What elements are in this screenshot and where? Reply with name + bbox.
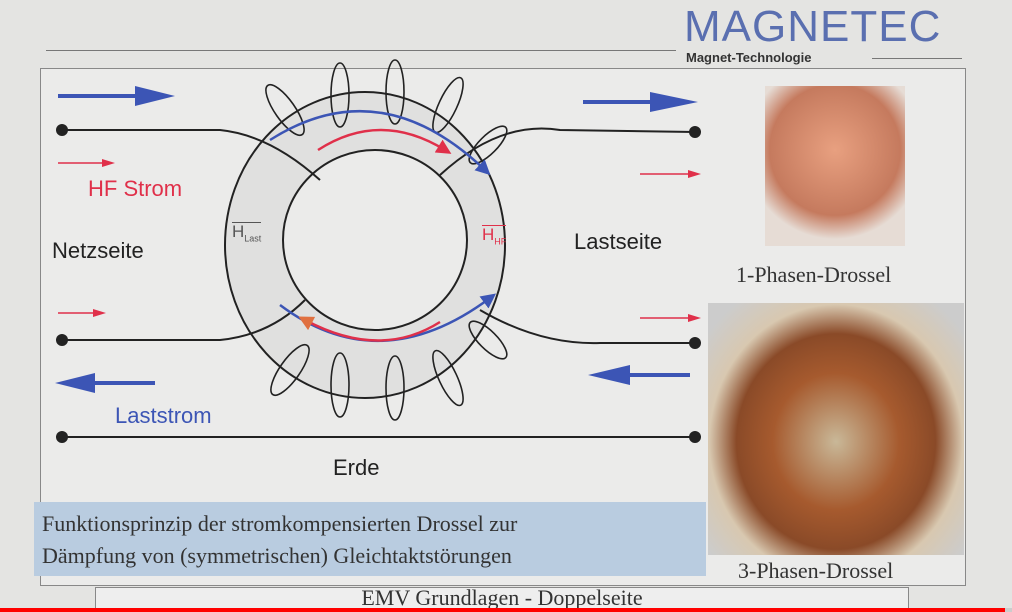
load-side-label: Lastseite	[574, 229, 663, 254]
video-progress-fill	[0, 608, 1005, 612]
video-progress-bar[interactable]	[0, 608, 1012, 612]
divider	[872, 58, 962, 59]
single-phase-choke-photo	[765, 86, 905, 246]
load-current-label: Laststrom	[115, 403, 212, 428]
h-hf-symbol: H	[482, 225, 495, 244]
wires	[62, 127, 696, 438]
single-phase-label: 1-Phasen-Drossel	[736, 262, 892, 287]
current-arrows	[55, 86, 701, 393]
h-hf-label: HHF	[482, 225, 507, 250]
caption-line-2: Dämpfung von (symmetrischen) Gleichtakts…	[42, 543, 512, 568]
caption-line-1: Funktionsprinzip der stromkompensierten …	[42, 511, 518, 536]
windings	[265, 59, 508, 421]
toroid-core	[224, 91, 506, 399]
divider	[46, 50, 676, 51]
terminals	[56, 124, 701, 443]
caption-box: Funktionsprinzip der stromkompensierten …	[34, 502, 706, 576]
hf-current-label: HF Strom	[88, 176, 183, 201]
flux-arrows	[269, 110, 497, 342]
next-slide-title: EMV Grundlagen - Doppelseite	[361, 585, 643, 610]
brand-subtitle: Magnet-Technologie	[686, 50, 812, 65]
mains-side-label: Netzseite	[52, 238, 144, 263]
brand-logo: MAGNETEC	[684, 2, 942, 51]
earth-label: Erde	[333, 455, 380, 480]
three-phase-label: 3-Phasen-Drossel	[738, 558, 894, 583]
h-last-subscript: Last	[244, 233, 262, 244]
h-last-symbol: H	[232, 222, 245, 241]
h-hf-subscript: HF	[494, 236, 507, 247]
next-slide-box: EMV Grundlagen - Doppelseite	[95, 587, 909, 609]
h-last-label: HLast	[232, 222, 262, 247]
three-phase-choke-photo	[708, 303, 964, 555]
